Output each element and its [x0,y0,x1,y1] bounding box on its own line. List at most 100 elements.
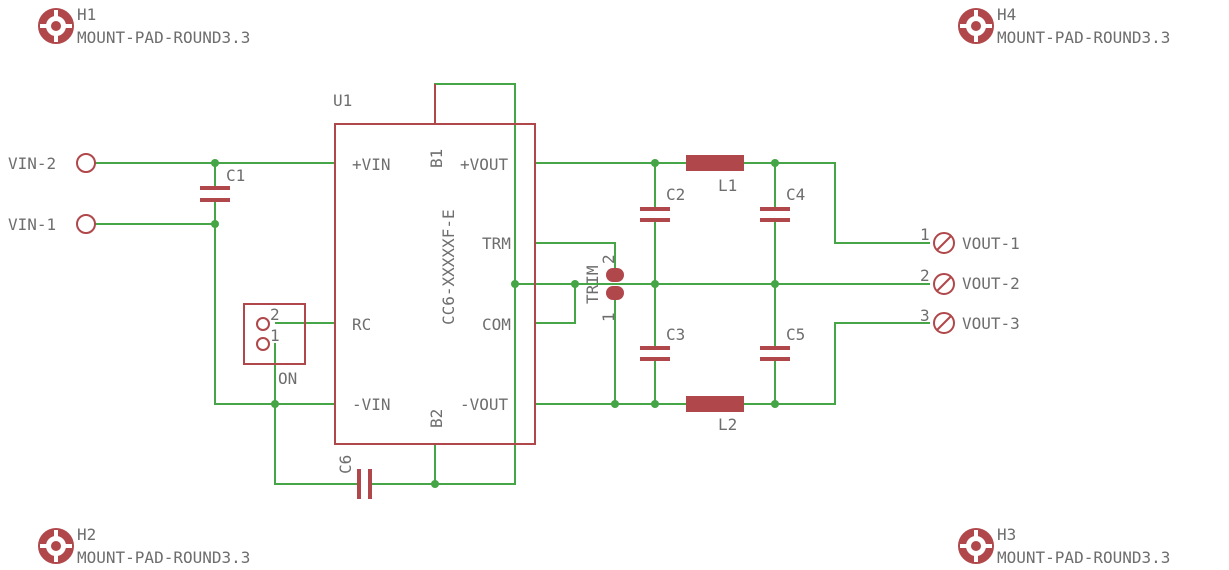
mount-value: MOUNT-PAD-ROUND3.3 [997,548,1170,567]
pin-vin-neg: -VIN [352,395,391,414]
wire-c6-b2 [371,284,516,485]
capacitor-c4: C4 [760,185,805,222]
input-label: VIN-1 [8,215,56,234]
junction-dot [651,280,659,288]
trim-pad [606,268,624,282]
pin-com: COM [482,315,511,334]
mount-ref: H1 [77,5,96,24]
inductor-l2: L2 [686,396,744,434]
capacitor-ref: C3 [666,325,685,344]
capacitor-c6: C6 [336,455,372,499]
mount-ref: H2 [77,525,96,544]
switch-pin-icon [256,337,270,351]
pin-rc: RC [352,315,371,334]
inductor-l1: L1 [686,155,744,195]
junctions [211,159,779,488]
inductor-ref: L2 [718,415,737,434]
wire-com [535,284,576,324]
capacitor-ref: C6 [336,455,355,474]
wire-vin-neg [95,223,335,405]
ic-value: CC6-XXXXXF-E [439,209,458,325]
output-vout2: 2 VOUT-2 [920,266,1020,295]
capacitor-plate [640,346,670,350]
mount-pad-icon [38,8,74,44]
switch-on: 2 1 ON [243,303,306,388]
mount-value: MOUNT-PAD-ROUND3.3 [77,548,250,567]
capacitor-plate [640,357,670,361]
capacitor-plate [760,346,790,350]
mount-hole-h2: H2 MOUNT-PAD-ROUND3.3 [38,525,250,567]
junction-dot [431,480,439,488]
mount-pad-icon [38,528,74,564]
capacitor-c5: C5 [760,325,805,361]
screw-terminal-icon [933,312,955,334]
capacitor-plate [760,218,790,222]
capacitor-c3: C3 [640,325,685,361]
wire-l1-out [744,162,930,244]
trim-label: TRIM [583,265,602,304]
switch-body [243,303,306,365]
junction-dot [271,400,279,408]
mount-ref: H4 [997,5,1016,24]
screw-terminal-icon [933,273,955,295]
junction-dot [511,280,519,288]
ic-u1: U1 +VIN RC -VIN +VOUT TRM COM -VOUT B1 B… [333,84,536,445]
inductor-body [686,155,744,171]
trim-pad [606,286,624,300]
wire-switch-c6 [274,343,357,485]
pin-b1: B1 [427,149,446,168]
output-vout1: 1 VOUT-1 [920,225,1020,254]
switch-pin-icon [256,317,270,331]
capacitor-ref: C5 [786,325,805,344]
junction-dot [771,400,779,408]
screw-terminal-icon [933,232,955,254]
capacitor-c2: C2 [640,185,685,222]
output-pin: 2 [920,266,930,285]
switch-pin1: 1 [270,326,280,345]
junction-dot [211,220,219,228]
mount-pad-icon [958,528,994,564]
output-pin: 1 [920,225,930,244]
trim-pin1: 1 [599,312,618,322]
capacitor-plate [357,469,361,499]
trim-jumper: TRIM 2 1 [583,254,624,322]
capacitor-ref: C2 [666,185,685,204]
mount-hole-h1: H1 MOUNT-PAD-ROUND3.3 [38,5,250,47]
output-vout3: 3 VOUT-3 [920,306,1020,334]
switch-pin2: 2 [270,305,280,324]
output-label: VOUT-2 [962,274,1020,293]
capacitor-plate [760,357,790,361]
junction-dot [771,159,779,167]
capacitor-plate [760,207,790,211]
capacitor-plate [640,218,670,222]
inductor-body [686,396,744,412]
mount-pad-icon [958,8,994,44]
capacitor-plate [640,207,670,211]
capacitor-ref: C4 [786,185,805,204]
mount-value: MOUNT-PAD-ROUND3.3 [77,28,250,47]
capacitor-plate [200,198,230,202]
junction-dot [211,159,219,167]
capacitor-plate [200,186,230,190]
junction-dot [571,280,579,288]
capacitor-plate [368,469,372,499]
capacitor-ref: C1 [226,166,245,185]
terminal-icon [76,214,96,234]
ic-ref: U1 [333,91,352,110]
output-label: VOUT-3 [962,314,1020,333]
junction-dot [651,400,659,408]
wire-l2-out [744,322,930,405]
capacitor-c1: C1 [200,166,245,202]
junction-dot [771,280,779,288]
terminal-icon [76,153,96,173]
pin-vin-pos: +VIN [352,155,391,174]
mount-value: MOUNT-PAD-ROUND3.3 [997,28,1170,47]
inductor-ref: L1 [718,176,737,195]
input-label: VIN-2 [8,154,56,173]
pin-vout-neg: -VOUT [460,395,509,414]
switch-label: ON [278,369,297,388]
pin-trm: TRM [482,234,511,253]
input-vin1: VIN-1 [8,214,96,234]
output-label: VOUT-1 [962,234,1020,253]
